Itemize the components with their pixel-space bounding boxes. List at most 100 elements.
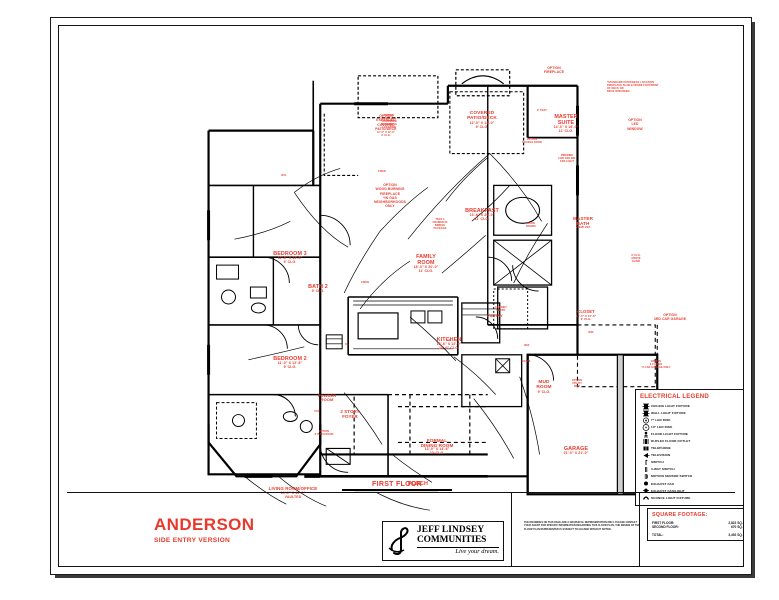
legend-item: EXHAUST FAN <box>640 480 743 487</box>
sconce-light-fixture-icon <box>640 494 651 501</box>
flood-light-fixture-icon <box>640 431 651 438</box>
note-option-led-window: OPTION LED WINDOW <box>627 118 643 131</box>
motion-sensor-switch-icon <box>640 473 651 480</box>
note-option-wood-burning-fireplace: OPTION WOOD BURNING FIREPLACE *IN GAS NE… <box>373 183 406 209</box>
company-logo: JEFF LINDSEY COMMUNITIES Live your dream… <box>382 521 504 561</box>
legend-item: FLOOD LIGHT FIXTURE <box>640 431 743 438</box>
room-label-kitchen: KITCHEN 13'-6" X 12'-0" 10'-0" CLG. <box>436 337 462 350</box>
title-bar-rule-top <box>67 492 735 493</box>
legend-item-label: WALL LIGHT FIXTURE <box>651 411 686 416</box>
note-prewire-ceiling-fan: PREWIRE FOR CEILING FAN LIGHT <box>558 154 576 163</box>
logo-line-2: COMMUNITIES <box>417 534 487 545</box>
room-label-bath-2: BATH 2 9' CLG. <box>308 284 328 294</box>
square-footage-row: FIRST FLOOR: 2,822 SQ. FT. <box>652 521 743 526</box>
led-disk-7in-icon <box>640 417 651 424</box>
wall-light-fixture-icon <box>640 410 651 417</box>
legend-item-label: CEILING LIGHT FIXTURE <box>651 404 690 409</box>
note-clg-above-chair: 9' CLG. ABOVE CHAIR <box>631 254 641 263</box>
duplex-floor-outlet-icon <box>640 438 651 445</box>
exhaust-fan-icon <box>640 480 651 487</box>
telephone-icon <box>640 445 651 452</box>
logo-divider <box>417 546 499 548</box>
title-bar-divider-1 <box>511 493 512 566</box>
room-label-bedroom-2: BEDROOM 2 11'-0" X 12'-6" 9' CLG. <box>273 356 307 369</box>
label-water-heater: W.H. <box>281 174 287 177</box>
plan-title-block: FIRST FLOOR <box>342 481 452 491</box>
room-label-garage: GARAGE 21'-0" X 21'-0" <box>563 446 589 456</box>
room-label-porch: PORCH <box>408 481 428 487</box>
sqft-label-total: TOTAL: <box>652 532 664 537</box>
legend-item: CEILING LIGHT FIXTURE <box>640 403 743 410</box>
plan-title-underline <box>342 489 452 491</box>
legend-item: DUPLEX FLOOR OUTLET <box>640 438 743 445</box>
three-way-switch-icon <box>640 466 651 473</box>
logo-tagline: Live your dream. <box>455 547 499 555</box>
legend-item: 3-WAY SWITCH <box>640 466 743 473</box>
note-box-framed-ridge: *BOX 4 FRAMED IN BRIDGE PACKAGE <box>432 218 448 230</box>
legend-item: TELEVISION <box>640 452 743 459</box>
room-label-living-office: LIVING ROOM/OFFICE 14'-0" X 13'-0" VAULT… <box>268 486 318 499</box>
sqft-value-first-floor: 2,822 SQ. FT. <box>728 520 743 525</box>
label-closet-short: CL. <box>344 343 350 346</box>
legend-item-label: EXHAUST FAN/LIGHT <box>651 488 685 493</box>
label-dishwasher: D.W. <box>446 339 452 342</box>
switch-icon <box>640 459 651 466</box>
legend-item-label: MOTION SENSOR SWITCH <box>651 474 693 479</box>
legend-item: TELEPHONE <box>640 445 743 452</box>
television-icon <box>640 452 651 459</box>
plan-title-text: FIRST FLOOR <box>372 481 422 488</box>
disclaimer-text: THE DRAWINGS ON THIS PAGE ARE A GRAPHICA… <box>524 521 640 531</box>
logo-text-block: JEFF LINDSEY COMMUNITIES Live your dream… <box>415 526 499 555</box>
square-footage-row: SECOND FLOOR: 670 SQ. FT. <box>652 525 743 530</box>
project-name-block: ANDERSON SIDE ENTRY VERSION <box>154 515 374 544</box>
square-footage-title: SQUARE FOOTAGE: <box>652 512 708 518</box>
note-coats: COATS <box>521 360 531 363</box>
legend-item: 10" LED DISK <box>640 423 743 431</box>
legend-item: SCONCE LIGHT FIXTURE <box>640 494 743 501</box>
note-option-utility-sink: OPTION UTILITY SINK <box>571 379 583 388</box>
legend-item-label: DUPLEX FLOOR OUTLET <box>651 439 691 444</box>
legend-item: WALL LIGHT FIXTURE <box>640 410 743 417</box>
exhaust-fanlight-icon <box>640 487 651 494</box>
sqft-value-total: 3,492 SQ. FT. <box>728 532 743 537</box>
square-footage-total-row: TOTAL: 3,492 SQ. FT. <box>652 533 743 538</box>
note-option-fireplace-left: OPTION FIREPLACE *EXPANDED PATIO/DECK LO… <box>380 114 398 129</box>
legend-item: MOTION SENSOR SWITCH <box>640 473 743 480</box>
note-option-double-door: OPTION DOUBLE DOOR <box>522 138 542 144</box>
legend-item: SWITCH <box>640 459 743 466</box>
square-footage-box: SQUARE FOOTAGE: FIRST FLOOR: 2,822 SQ. F… <box>647 508 743 542</box>
label-vac: VAC <box>314 410 320 413</box>
label-linen: LINEN <box>361 281 369 284</box>
legend-item-label: 3-WAY SWITCH <box>651 467 675 472</box>
sqft-value-second-floor: 670 SQ. FT. <box>730 525 743 530</box>
logo-script-mark-icon <box>387 526 415 556</box>
note-cabinet-entry: CABINET ENTRY <box>495 306 507 312</box>
legend-item: 7" LED DISK <box>640 417 743 424</box>
legend-item-label: TELEVISION <box>651 453 671 458</box>
label-washer-dryer: W/D <box>588 331 594 334</box>
note-option-3rd-car-garage: OPTION 3RD CAR GARAGE <box>653 313 687 322</box>
legend-item-label: FLOOD LIGHT FIXTURE <box>651 432 688 437</box>
room-label-breakfast: BREAKFAST 13'-6" X 20'-0" 11' CLG. <box>465 208 499 221</box>
room-label-bedroom-3: BEDROOM 3 12'-0" X 12'-6" 9' CLG. <box>273 251 307 264</box>
legend-item-label: 10" LED DISK <box>651 425 673 430</box>
note-barn-doors: BARN DOORS <box>526 222 536 228</box>
room-label-closet: CLOSET 14'-0" X 12'-6" 9' CLG. <box>575 309 597 321</box>
note-option-bath-door: OPTION 8' BATH DOOR <box>314 430 334 436</box>
project-subtitle: SIDE ENTRY VERSION <box>154 537 231 544</box>
note-option-fireplace-top: OPTION FIREPLACE <box>543 66 565 75</box>
legend-item-label: EXHAUST FAN <box>651 481 674 486</box>
note-option-expanded-patio: OPTION EXPANDED COVERED PATIO/DECK 12'-0… <box>375 114 397 137</box>
room-label-pantry: PANTRY <box>487 314 503 318</box>
